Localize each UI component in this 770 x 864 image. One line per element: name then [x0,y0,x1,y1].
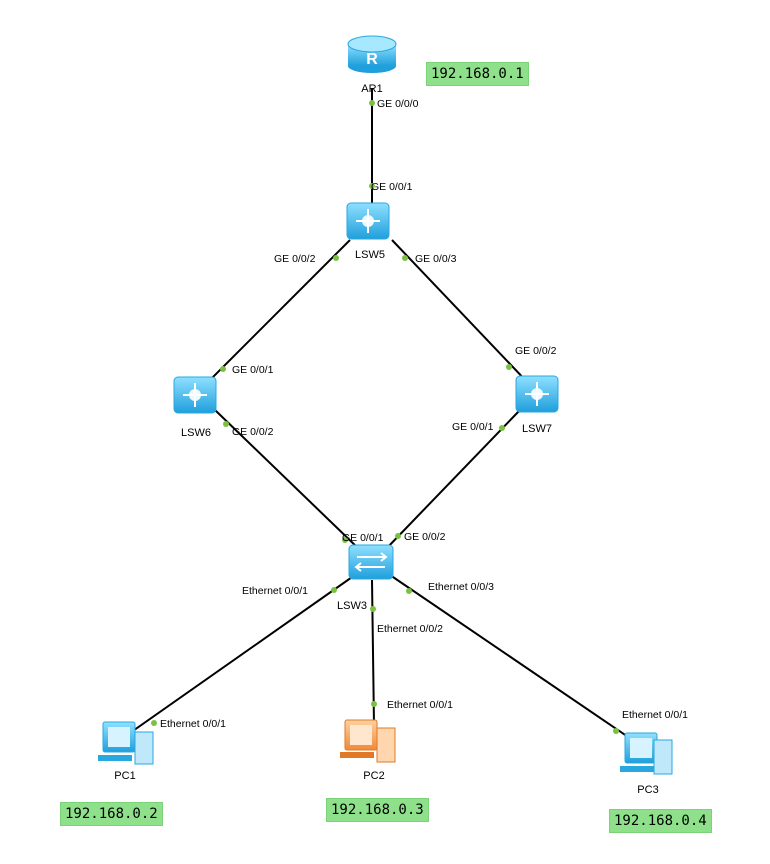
ip-label-ar1: 192.168.0.1 [426,62,529,86]
device-label-pc1: PC1 [114,770,135,782]
port-label: Ethernet 0/0/1 [387,699,453,711]
port-label: GE 0/0/0 [377,98,419,110]
port-dot [220,366,226,372]
port-label: GE 0/0/1 [452,421,494,433]
link-lsw3-pc1[interactable] [119,574,356,741]
port-dots [151,100,619,734]
device-label-lsw6: LSW6 [181,427,211,439]
port-dot [223,421,229,427]
port-dot [369,183,375,189]
device-label-ar1: AR1 [361,83,382,95]
port-label: GE 0/0/2 [515,345,557,357]
port-dot [151,720,157,726]
port-dot [370,606,376,612]
port-label: GE 0/0/2 [404,531,446,543]
svg-text:R: R [366,51,378,68]
port-dot [395,533,401,539]
switch-icon [348,544,394,580]
port-label: GE 0/0/1 [371,181,413,193]
port-dot [333,255,339,261]
port-label: Ethernet 0/0/2 [377,623,443,635]
port-dot [331,587,337,593]
device-label-lsw5: LSW5 [355,249,385,261]
port-label: GE 0/0/1 [342,532,384,544]
port-label: GE 0/0/1 [232,364,274,376]
device-label-lsw3: LSW3 [337,600,367,612]
ip-label-pc3: 192.168.0.4 [609,809,712,833]
port-label: Ethernet 0/0/1 [242,585,308,597]
link-lsw3-pc3[interactable] [389,574,641,746]
ip-label-pc2: 192.168.0.3 [326,798,429,822]
link-lsw5-lsw6[interactable] [204,239,351,386]
router-ar1[interactable]: R AR1 [347,35,397,95]
pc-pc3[interactable]: PC3 [620,732,673,796]
device-label-pc2: PC2 [363,770,384,782]
port-dot [506,364,512,370]
link-lsw7-lsw3[interactable] [384,409,521,551]
pc-icon [98,721,154,765]
pc-icon [340,719,396,763]
port-label: GE 0/0/3 [415,253,457,265]
port-dot [371,701,377,707]
port-dot [342,537,348,543]
switch-icon [515,375,559,413]
links [119,88,641,746]
port-label: Ethernet 0/0/1 [160,718,226,730]
port-label: Ethernet 0/0/3 [428,581,494,593]
port-label: GE 0/0/2 [274,253,316,265]
pc-pc2[interactable]: PC2 [340,719,396,782]
port-dot [369,100,375,106]
link-lsw3-pc2[interactable] [371,579,375,726]
link-lsw6-lsw3[interactable] [214,409,361,551]
switch-lsw7[interactable]: LSW7 [515,375,559,435]
switch-lsw6[interactable]: LSW6 [173,376,217,439]
port-label: GE 0/0/2 [232,426,274,438]
router-icon: R [347,35,397,73]
port-dot [406,588,412,594]
pc-icon [620,732,673,775]
link-lsw5-lsw7[interactable] [391,239,531,386]
switch-icon [346,202,390,240]
port-labels: GE 0/0/0 GE 0/0/1 GE 0/0/2 GE 0/0/3 GE 0… [160,98,688,730]
switch-icon [173,376,217,414]
switch-lsw5[interactable]: LSW5 [346,202,390,261]
ip-label-pc1: 192.168.0.2 [60,802,163,826]
port-dot [402,255,408,261]
pc-pc1[interactable]: PC1 [98,721,154,782]
device-label-lsw7: LSW7 [522,423,552,435]
port-label: Ethernet 0/0/1 [622,709,688,721]
port-dot [499,425,505,431]
switch-lsw3[interactable]: LSW3 [337,544,394,612]
port-dot [613,728,619,734]
device-label-pc3: PC3 [637,784,658,796]
